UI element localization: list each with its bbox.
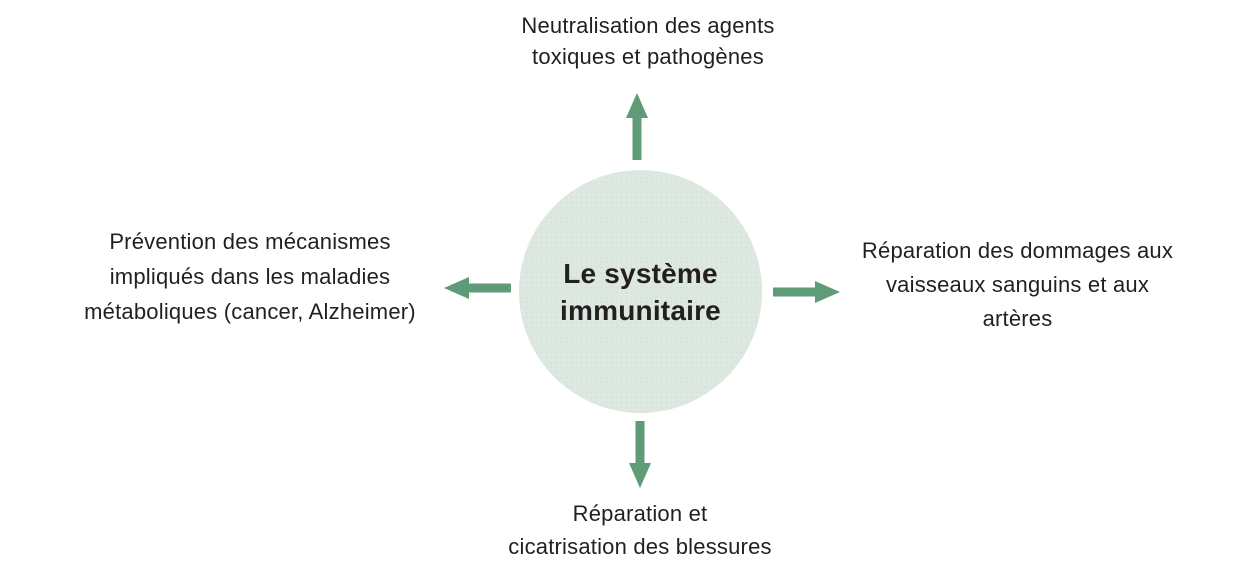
label-left-line-3: métaboliques (cancer, Alzheimer) (84, 299, 416, 324)
label-bottom-line-1: Réparation et (572, 501, 708, 526)
label-right-line-1: Réparation des dommages aux (861, 238, 1174, 263)
arrow-right-icon (773, 281, 840, 303)
label-top-line-1: Neutralisation des agents (521, 13, 775, 38)
label-right-reparation-vaisseaux: Réparation des dommages aux vaisseaux sa… (825, 234, 1210, 336)
label-right-line-3: artères (982, 306, 1053, 331)
label-bottom-line-2: cicatrisation des blessures (508, 534, 772, 559)
label-bottom-cicatrisation: Réparation et cicatrisation des blessure… (440, 497, 840, 563)
central-circle-title-line-1: Le système (563, 257, 718, 289)
label-left-line-1: Prévention des mécanismes (109, 229, 391, 254)
label-left-line-2: impliqués dans les maladies (109, 264, 391, 289)
central-circle-title: Le système immunitaire (560, 255, 721, 329)
label-top-neutralisation: Neutralisation des agents toxiques et pa… (438, 10, 858, 72)
central-circle-title-line-2: immunitaire (560, 294, 721, 326)
label-top-line-2: toxiques et pathogènes (532, 44, 764, 69)
central-circle: Le système immunitaire (519, 170, 762, 413)
arrow-down-icon (629, 421, 651, 488)
arrow-left-icon (444, 277, 511, 299)
label-right-line-2: vaisseaux sanguins et aux (885, 272, 1150, 297)
label-left-prevention: Prévention des mécanismes impliqués dans… (35, 224, 465, 329)
arrow-up-icon (626, 93, 648, 160)
